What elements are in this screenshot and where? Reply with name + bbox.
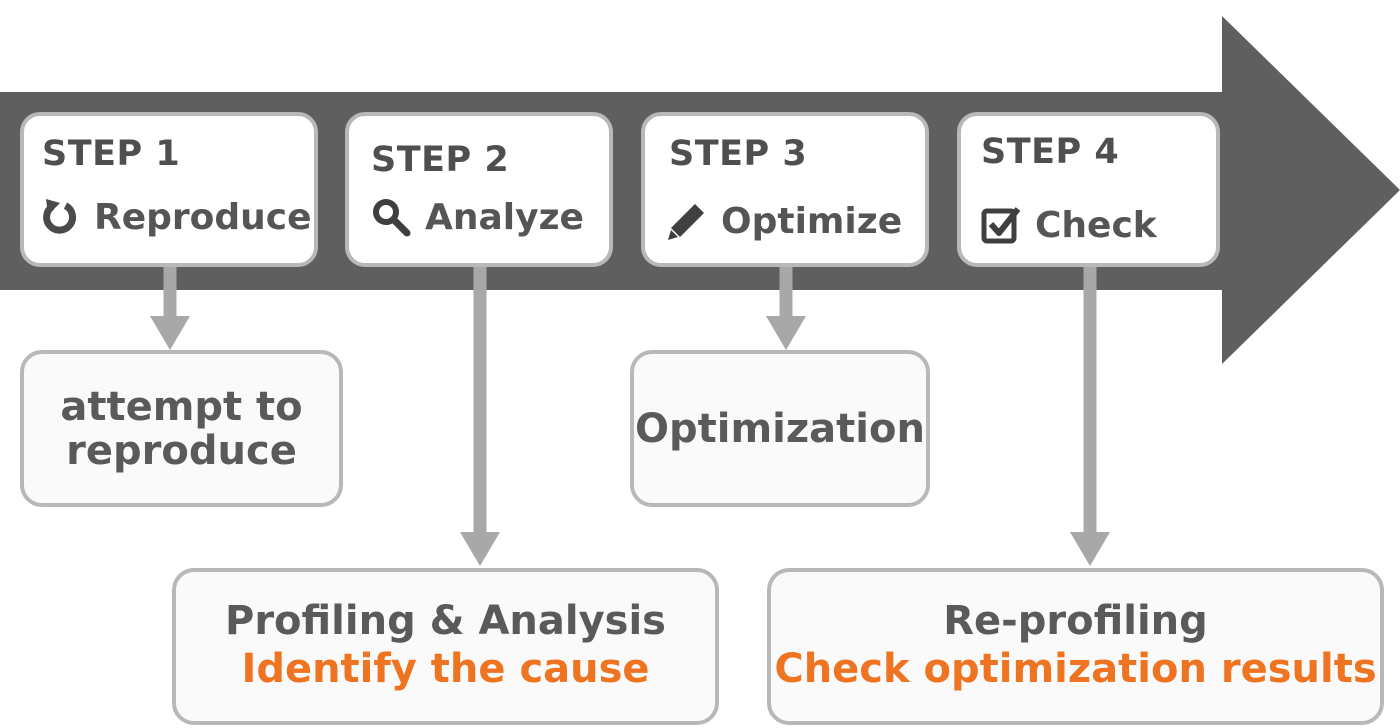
step3-label: STEP 3 — [669, 134, 808, 174]
step2-row: Analyze — [371, 192, 584, 242]
outcome-analyze-subtitle: Identify the cause — [241, 645, 650, 692]
pencil-icon — [668, 204, 704, 240]
step1-label: STEP 1 — [42, 134, 181, 174]
step2-card: STEP 2 Analyze — [345, 112, 613, 267]
step3-card: STEP 3 Optimize — [641, 112, 929, 267]
outcome-analyze: Profiling & Analysis Identify the cause — [172, 568, 719, 725]
step2-name: Analyze — [425, 196, 584, 238]
step1-name: Reproduce — [94, 196, 312, 238]
connector-step1 — [150, 262, 190, 350]
step4-label: STEP 4 — [981, 132, 1120, 172]
magnifier-icon — [373, 199, 411, 237]
step3-row: Optimize — [667, 196, 902, 246]
refresh-icon — [43, 199, 77, 234]
outcome-check-title: Re-profiling — [943, 597, 1208, 644]
connector-step3 — [766, 262, 806, 350]
connector-step4 — [1070, 262, 1110, 566]
step1-row: Reproduce — [40, 192, 312, 242]
step4-card: STEP 4 Check — [957, 112, 1220, 267]
step1-card: STEP 1 Reproduce — [20, 112, 318, 267]
step4-row: Check — [981, 200, 1157, 250]
step4-name: Check — [1035, 204, 1157, 246]
outcome-optimize: Optimization — [630, 350, 930, 507]
connector-step2 — [460, 262, 500, 566]
step2-label: STEP 2 — [371, 140, 510, 180]
step3-name: Optimize — [721, 200, 903, 242]
outcome-analyze-title: Profiling & Analysis — [225, 597, 666, 644]
checkbox-icon — [981, 207, 1021, 244]
outcome-check: Re-profiling Check optimization results — [767, 568, 1384, 725]
outcome-reproduce-line1: attempt to — [60, 383, 303, 430]
outcome-optimize-title: Optimization — [635, 405, 925, 452]
outcome-reproduce-line2: reproduce — [66, 427, 297, 474]
outcome-check-subtitle: Check optimization results — [774, 645, 1377, 692]
outcome-reproduce: attempt to reproduce — [20, 350, 343, 507]
